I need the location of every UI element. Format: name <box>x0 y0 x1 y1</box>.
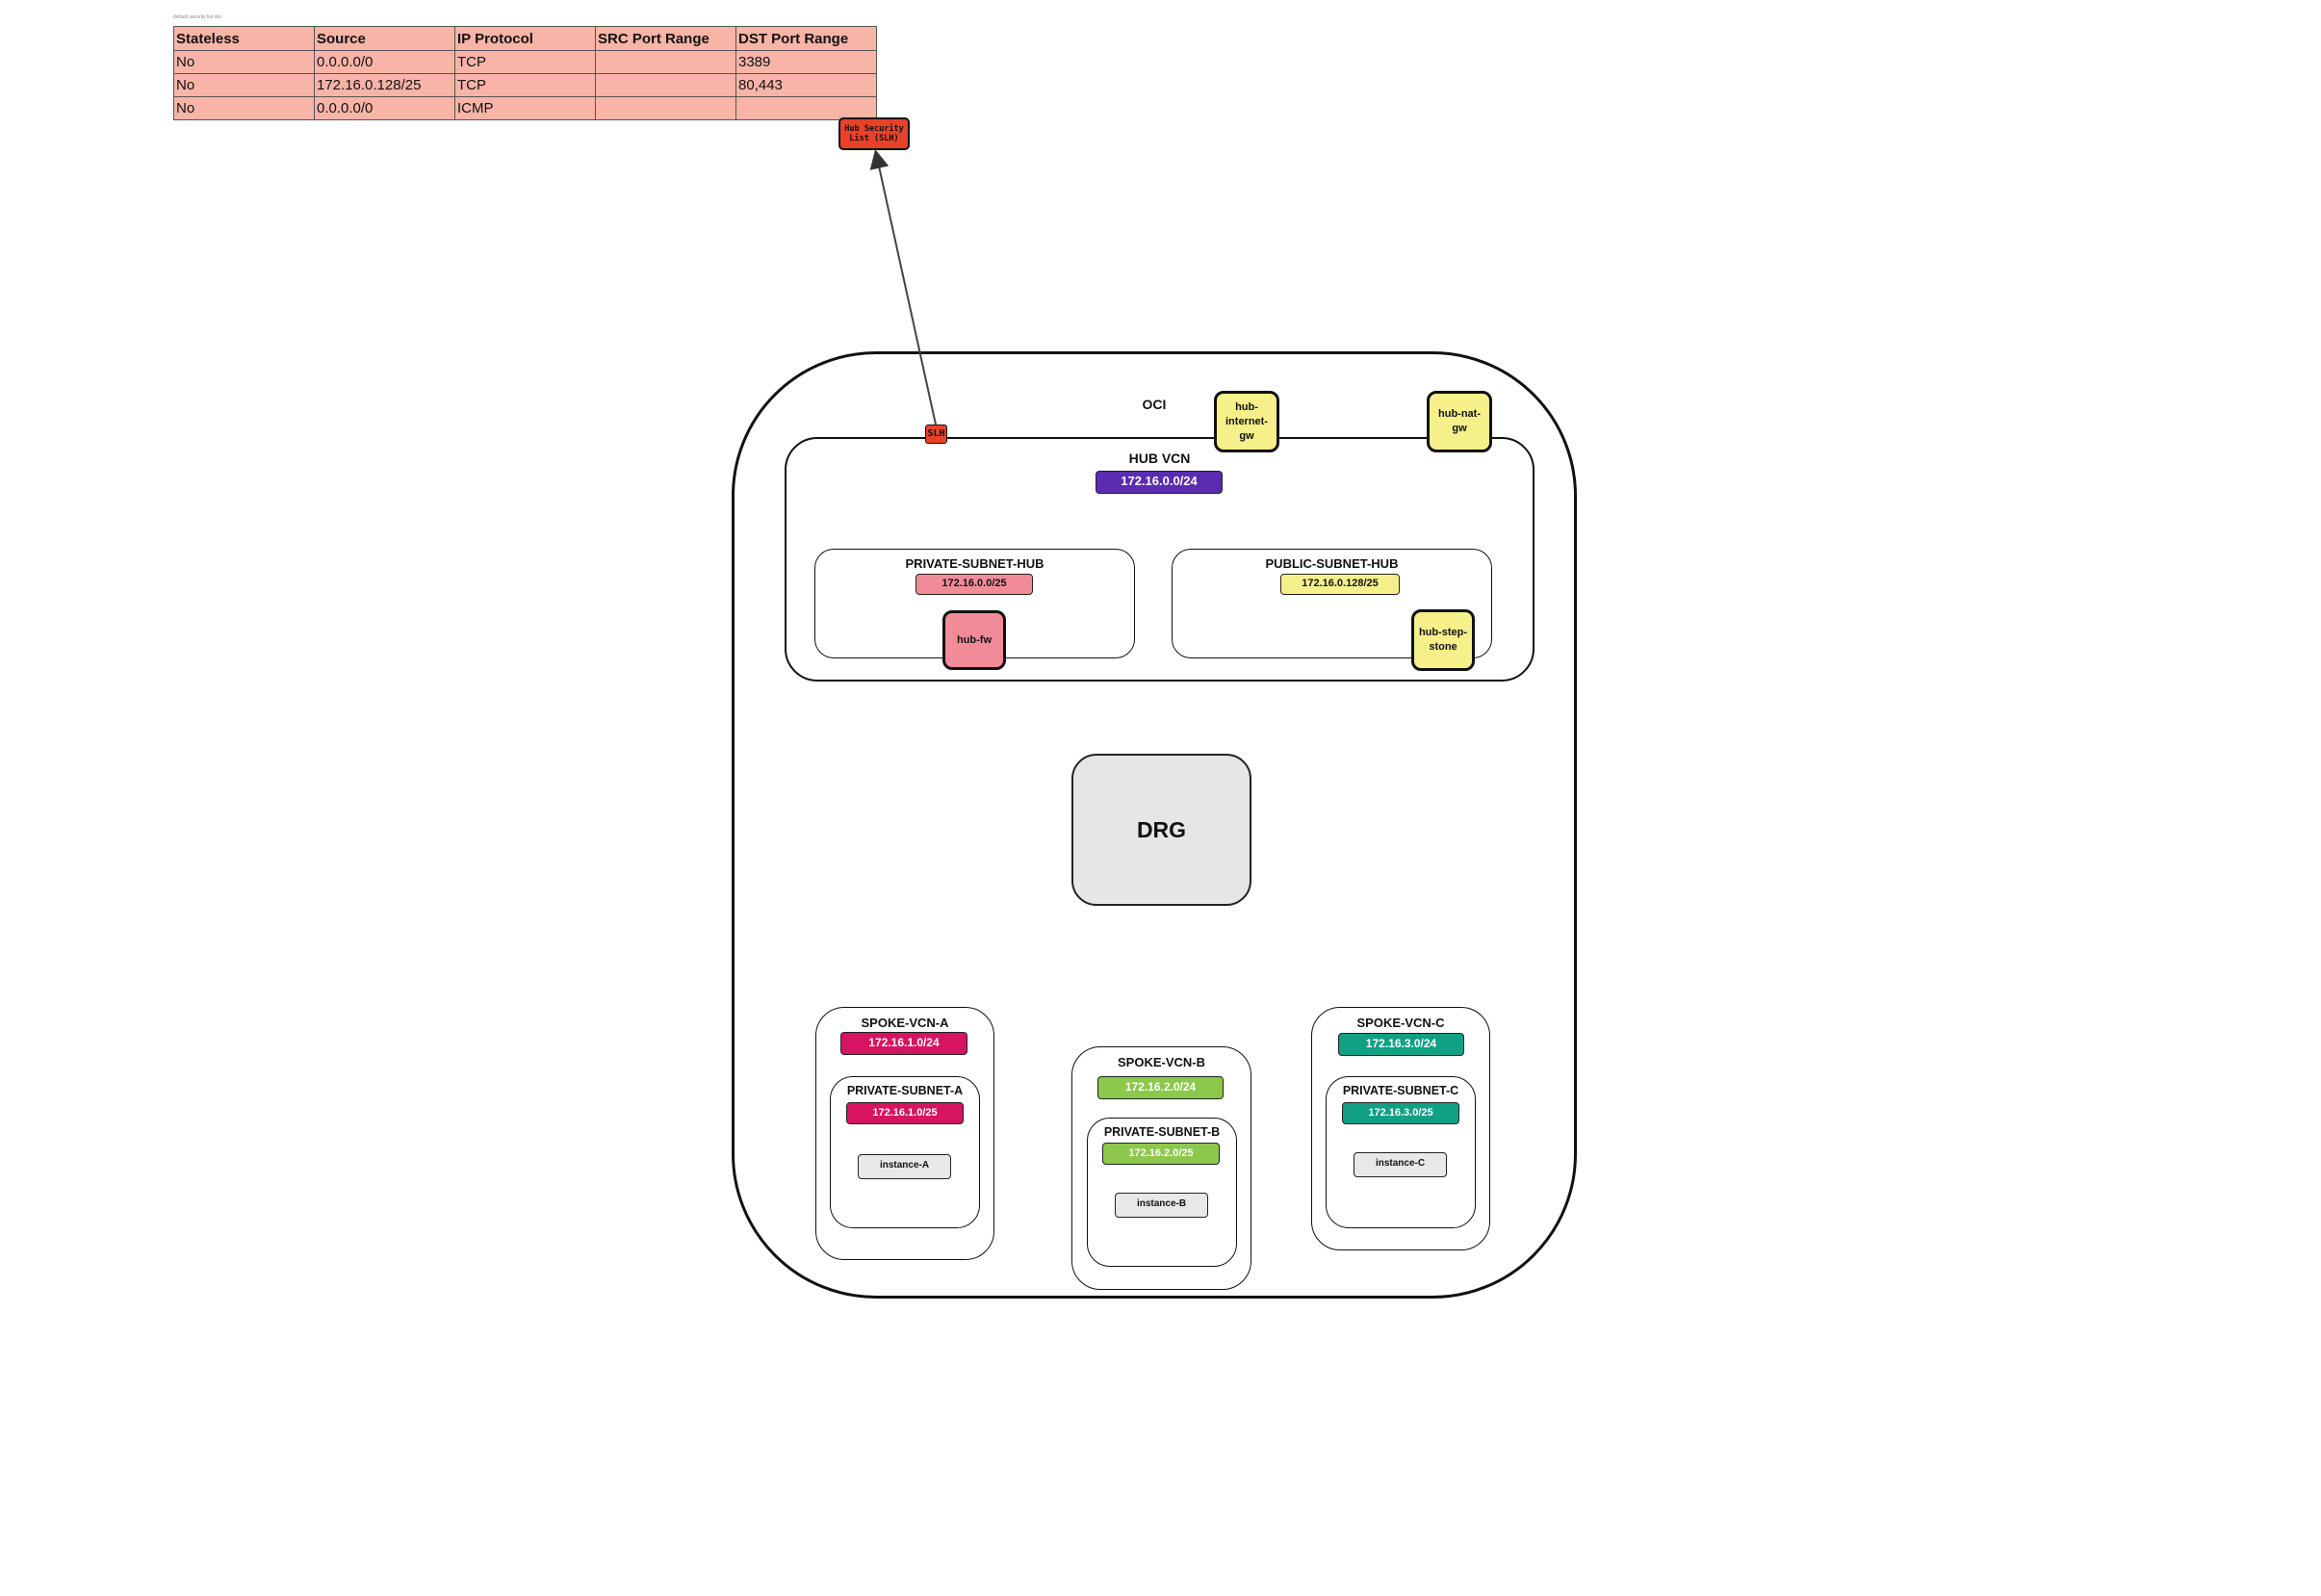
hub-security-list-node[interactable]: Hub Security List (SLH) <box>838 117 910 150</box>
private-subnet-hub-cidr-badge: 172.16.0.0/25 <box>916 574 1033 595</box>
security-list-table: Stateless Source IP Protocol SRC Port Ra… <box>173 26 877 120</box>
table-caption: default security list slsl <box>173 14 221 20</box>
table-cell: 0.0.0.0/0 <box>314 50 455 74</box>
table-cell: 0.0.0.0/0 <box>314 96 455 120</box>
slh-badge-label: SLH <box>927 428 945 439</box>
private-subnet-hub-label: PRIVATE-SUBNET-HUB <box>905 556 1044 571</box>
drg-label: DRG <box>1136 816 1187 842</box>
spoke-vcn-c-cidr-badge: 172.16.3.0/24 <box>1338 1033 1464 1056</box>
hub-internet-gw-label: hub-internet-gw <box>1225 400 1268 442</box>
spoke-vcn-a-label: SPOKE-VCN-A <box>861 1016 949 1030</box>
private-subnet-a-container: PRIVATE-SUBNET-A <box>830 1076 980 1228</box>
instance-a[interactable]: instance-A <box>858 1154 951 1179</box>
hub-step-stone-label: hub-step-stone <box>1418 627 1468 653</box>
column-header: DST Port Range <box>735 26 877 51</box>
table-cell: TCP <box>454 50 596 74</box>
spoke-vcn-b-label: SPOKE-VCN-B <box>1117 1055 1205 1069</box>
private-subnet-b-label: PRIVATE-SUBNET-B <box>1103 1125 1221 1139</box>
oci-region-container: OCI <box>732 351 1577 1299</box>
drg-node[interactable]: DRG <box>1071 754 1251 906</box>
table-header-row: Stateless Source IP Protocol SRC Port Ra… <box>173 26 877 51</box>
connector-line <box>869 149 937 425</box>
hub-nat-gw-label: hub-nat-gw <box>1438 408 1481 434</box>
table-cell <box>735 96 877 120</box>
hub-security-list-label: Hub Security List (SLH) <box>844 124 904 143</box>
table-cell: No <box>173 96 315 120</box>
table-cell: 172.16.0.128/25 <box>314 73 455 97</box>
instance-c[interactable]: instance-C <box>1354 1152 1447 1177</box>
private-subnet-c-cidr-badge: 172.16.3.0/25 <box>1342 1102 1459 1124</box>
private-subnet-a-cidr-badge: 172.16.1.0/25 <box>846 1102 964 1124</box>
table-row: No 0.0.0.0/0 ICMP <box>173 96 877 120</box>
spoke-vcn-c-label: SPOKE-VCN-C <box>1356 1016 1445 1030</box>
public-subnet-hub-cidr-badge: 172.16.0.128/25 <box>1280 574 1400 595</box>
hub-internet-gateway[interactable]: hub-internet-gw <box>1214 391 1279 452</box>
private-subnet-b-cidr-badge: 172.16.2.0/25 <box>1102 1143 1220 1165</box>
column-header: SRC Port Range <box>595 26 736 51</box>
table-cell: 80,443 <box>735 73 877 97</box>
table-cell: No <box>173 73 315 97</box>
hub-vcn-cidr-badge: 172.16.0.0/24 <box>1096 471 1223 494</box>
private-subnet-b-container: PRIVATE-SUBNET-B <box>1087 1118 1237 1267</box>
table-row: No 0.0.0.0/0 TCP 3389 <box>173 50 877 74</box>
column-header: IP Protocol <box>454 26 596 51</box>
hub-fw-label: hub-fw <box>956 633 993 646</box>
oci-label: OCI <box>1142 397 1167 412</box>
table-cell <box>595 73 736 97</box>
table-cell <box>595 96 736 120</box>
instance-b[interactable]: instance-B <box>1115 1193 1208 1218</box>
table-cell: 3389 <box>735 50 877 74</box>
hub-fw-instance[interactable]: hub-fw <box>942 610 1006 670</box>
spoke-vcn-a-cidr-badge: 172.16.1.0/24 <box>840 1032 967 1055</box>
hub-nat-gateway[interactable]: hub-nat-gw <box>1427 391 1492 452</box>
private-subnet-a-label: PRIVATE-SUBNET-A <box>846 1084 964 1097</box>
table-cell: No <box>173 50 315 74</box>
hub-step-stone-instance[interactable]: hub-step-stone <box>1411 609 1475 671</box>
spoke-vcn-b-cidr-badge: 172.16.2.0/24 <box>1097 1076 1224 1099</box>
private-subnet-c-label: PRIVATE-SUBNET-C <box>1342 1084 1459 1097</box>
slh-badge[interactable]: SLH <box>925 425 947 444</box>
public-subnet-hub-label: PUBLIC-SUBNET-HUB <box>1265 556 1399 571</box>
hub-vcn-label: HUB VCN <box>1128 450 1191 466</box>
table-cell: ICMP <box>454 96 596 120</box>
